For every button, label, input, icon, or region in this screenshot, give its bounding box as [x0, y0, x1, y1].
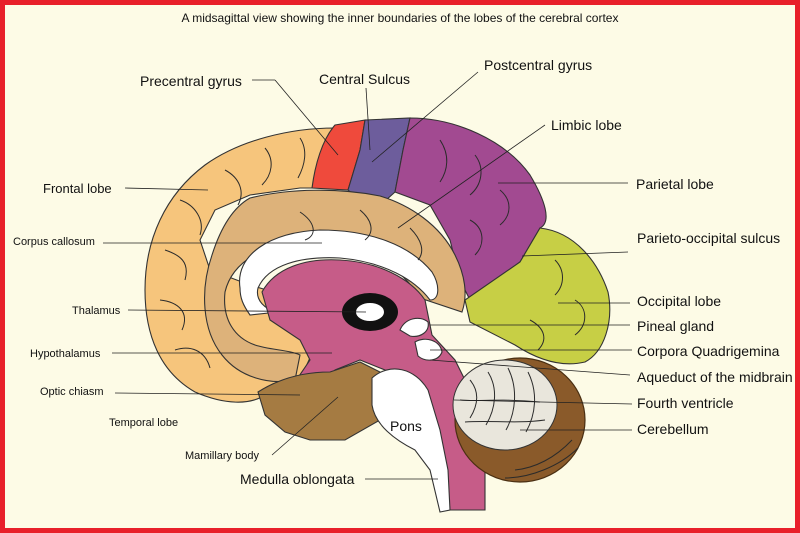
pons-medulla-region: [371, 368, 451, 513]
label-pons: Pons: [390, 418, 422, 434]
label-fourth-ventricle: Fourth ventricle: [637, 395, 734, 411]
label-precentral-gyrus: Precentral gyrus: [140, 73, 242, 89]
label-cerebellum: Cerebellum: [637, 421, 709, 437]
corpora-quadrigemina-region: [414, 338, 443, 361]
label-mamillary-body: Mamillary body: [185, 450, 259, 462]
label-occipital-lobe: Occipital lobe: [637, 293, 721, 309]
label-corpora-quadrigemina: Corpora Quadrigemina: [637, 343, 780, 359]
label-temporal-lobe: Temporal lobe: [109, 417, 178, 429]
diagram-title: A midsagittal view showing the inner bou…: [182, 11, 619, 25]
label-corpus-callosum: Corpus callosum: [13, 236, 95, 248]
diencephalon-region: [261, 259, 486, 511]
label-parieto-occipital-sulcus: Parieto-occipital sulcus: [637, 230, 780, 246]
temporal-lobe-region: [257, 361, 396, 441]
label-limbic-lobe: Limbic lobe: [551, 117, 622, 133]
cortex-gyri: [159, 137, 586, 369]
occipital-lobe-region: [464, 227, 611, 365]
pineal-gland-region: [399, 317, 429, 337]
label-aqueduct: Aqueduct of the midbrain: [637, 369, 793, 385]
label-frontal-lobe: Frontal lobe: [43, 181, 112, 196]
cerebellum-inner: [452, 359, 558, 451]
label-central-sulcus: Central Sulcus: [319, 71, 410, 87]
label-hypothalamus: Hypothalamus: [30, 348, 101, 360]
label-parietal-lobe: Parietal lobe: [636, 176, 714, 192]
label-medulla-oblongata: Medulla oblongata: [240, 471, 355, 487]
limbic-lobe-region: [204, 189, 466, 383]
label-pineal-gland: Pineal gland: [637, 318, 714, 334]
thalamus-hole: [356, 303, 384, 321]
label-optic-chiasm: Optic chiasm: [40, 386, 104, 398]
cerebellum-folia: [459, 367, 579, 479]
leader-lines: [103, 71, 633, 480]
label-postcentral-gyrus: Postcentral gyrus: [484, 57, 592, 73]
label-thalamus: Thalamus: [72, 305, 121, 317]
